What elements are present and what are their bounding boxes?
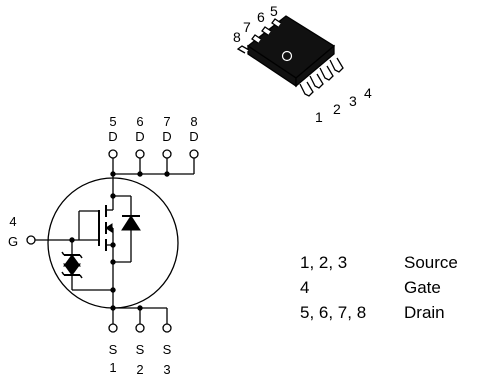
drain-pin-name: D bbox=[108, 129, 117, 144]
source-pin-name: S bbox=[163, 342, 172, 357]
drain-pin-name: D bbox=[135, 129, 144, 144]
gate-pin-label: 4 G bbox=[8, 214, 18, 249]
channel-arrow-icon bbox=[105, 223, 113, 233]
drain-pin-labels: 5 6 7 8 D D D D bbox=[108, 114, 198, 144]
package-illustration bbox=[236, 15, 344, 97]
package-pin-label: 1 bbox=[315, 109, 323, 125]
pin-table-pins: 4 bbox=[300, 278, 309, 297]
source-pin-number: 3 bbox=[163, 362, 170, 377]
package-pin-label: 8 bbox=[233, 29, 241, 45]
gate-pin-number: 4 bbox=[9, 214, 16, 229]
package-pin-labels-left: 8 7 6 5 bbox=[233, 3, 278, 45]
source-pin-name: S bbox=[109, 342, 118, 357]
package-pin-label: 4 bbox=[364, 85, 372, 101]
zener-diode-icon bbox=[63, 263, 81, 276]
source-pin-name: S bbox=[136, 342, 145, 357]
source-pin-labels: S S S 1 2 3 bbox=[109, 342, 172, 377]
pin-table-function: Source bbox=[404, 253, 458, 272]
drain-pin-number: 5 bbox=[109, 114, 116, 129]
drain-pin-name: D bbox=[189, 129, 198, 144]
source-pin-number: 1 bbox=[109, 360, 116, 375]
package-pin-labels-right: 1 2 3 4 bbox=[315, 85, 372, 125]
pin-table-pins: 5, 6, 7, 8 bbox=[300, 303, 366, 322]
source-pin-number: 2 bbox=[136, 362, 143, 377]
package-pin-label: 7 bbox=[243, 19, 251, 35]
pin-function-table: 1, 2, 3 Source 4 Gate 5, 6, 7, 8 Drain bbox=[300, 253, 458, 322]
package-pin-label: 5 bbox=[270, 3, 278, 19]
gate-pin-name: G bbox=[8, 234, 18, 249]
pin-table-pins: 1, 2, 3 bbox=[300, 253, 347, 272]
drain-pin-name: D bbox=[162, 129, 171, 144]
drain-pin-number: 8 bbox=[190, 114, 197, 129]
package-pin-label: 6 bbox=[257, 9, 265, 25]
drain-pin-number: 7 bbox=[163, 114, 170, 129]
package-pin-label: 2 bbox=[333, 101, 341, 117]
package-pin-label: 3 bbox=[349, 93, 357, 109]
schematic-symbols bbox=[63, 171, 170, 311]
schematic-wiring bbox=[26, 149, 199, 333]
pin-table-function: Gate bbox=[404, 278, 441, 297]
drain-pin-number: 6 bbox=[136, 114, 143, 129]
body-diode-icon bbox=[121, 215, 141, 231]
pin-table-function: Drain bbox=[404, 303, 445, 322]
